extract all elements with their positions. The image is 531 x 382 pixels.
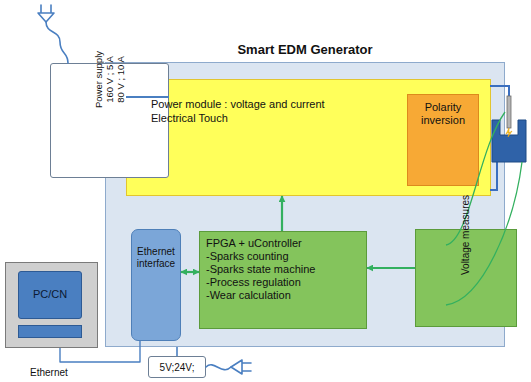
measure-lead xyxy=(446,112,505,245)
keyboard-bar xyxy=(18,325,82,338)
fpga-text: FPGA + uController xyxy=(206,237,360,250)
ethernet-box: Ethernet interface xyxy=(131,229,181,341)
aux-plug xyxy=(231,360,251,374)
spark xyxy=(506,128,512,137)
voltage-measure-box: Voltage measures xyxy=(415,229,517,327)
rotated-label: Power supply160 V ; 5 A80 V ; 10 A xyxy=(93,22,126,137)
electrode-wire xyxy=(490,86,509,96)
monitor-screen: PC/CN xyxy=(18,271,82,319)
wire-connector xyxy=(60,341,140,362)
fpga-text: -Process regulation xyxy=(206,276,360,289)
electrode xyxy=(507,96,511,128)
pc-text: PC/CN xyxy=(19,288,81,300)
cable-label: Ethernet xyxy=(30,367,68,379)
mains-plug xyxy=(38,5,54,22)
power-module-box: Power module : voltage and currentElectr… xyxy=(126,79,491,196)
fpga-box: FPGA + uController-Sparks counting-Spark… xyxy=(199,231,367,329)
fpga-text: -Sparks state machine xyxy=(206,263,360,276)
supply-text: 80 V ; 10 A xyxy=(115,22,126,137)
polarity-box: Polarity inversion xyxy=(407,94,479,186)
fpga-text: -Sparks counting xyxy=(206,250,360,263)
aux-text: 5V;24V; xyxy=(152,362,202,374)
measure-text: Voltage measures xyxy=(460,186,472,284)
aux-supply-box: 5V;24V; xyxy=(148,356,206,378)
measure-lead xyxy=(446,162,522,305)
signal-arrow xyxy=(181,271,199,273)
supply-text: 160 V ; 5 A xyxy=(104,22,115,137)
wire-connector xyxy=(176,347,178,356)
signal-arrow xyxy=(367,267,415,269)
workpiece-wire xyxy=(490,162,497,190)
signal-arrow xyxy=(281,196,283,231)
generator-title: Smart EDM Generator xyxy=(106,42,504,57)
ethernet-text: Ethernet interface xyxy=(135,246,177,270)
polarity-text: Polarity inversion xyxy=(412,101,474,127)
fpga-text: -Wear calculation xyxy=(206,289,360,302)
wire-connector xyxy=(126,96,169,98)
aux-cable xyxy=(206,365,231,370)
mains-cable xyxy=(46,22,68,63)
generator-housing: Smart EDM GeneratorPower module : voltag… xyxy=(105,62,505,347)
supply-text: Power supply xyxy=(93,22,104,137)
rotated-label: Voltage measures xyxy=(460,186,472,284)
pc-box: PC/CN xyxy=(5,262,98,348)
